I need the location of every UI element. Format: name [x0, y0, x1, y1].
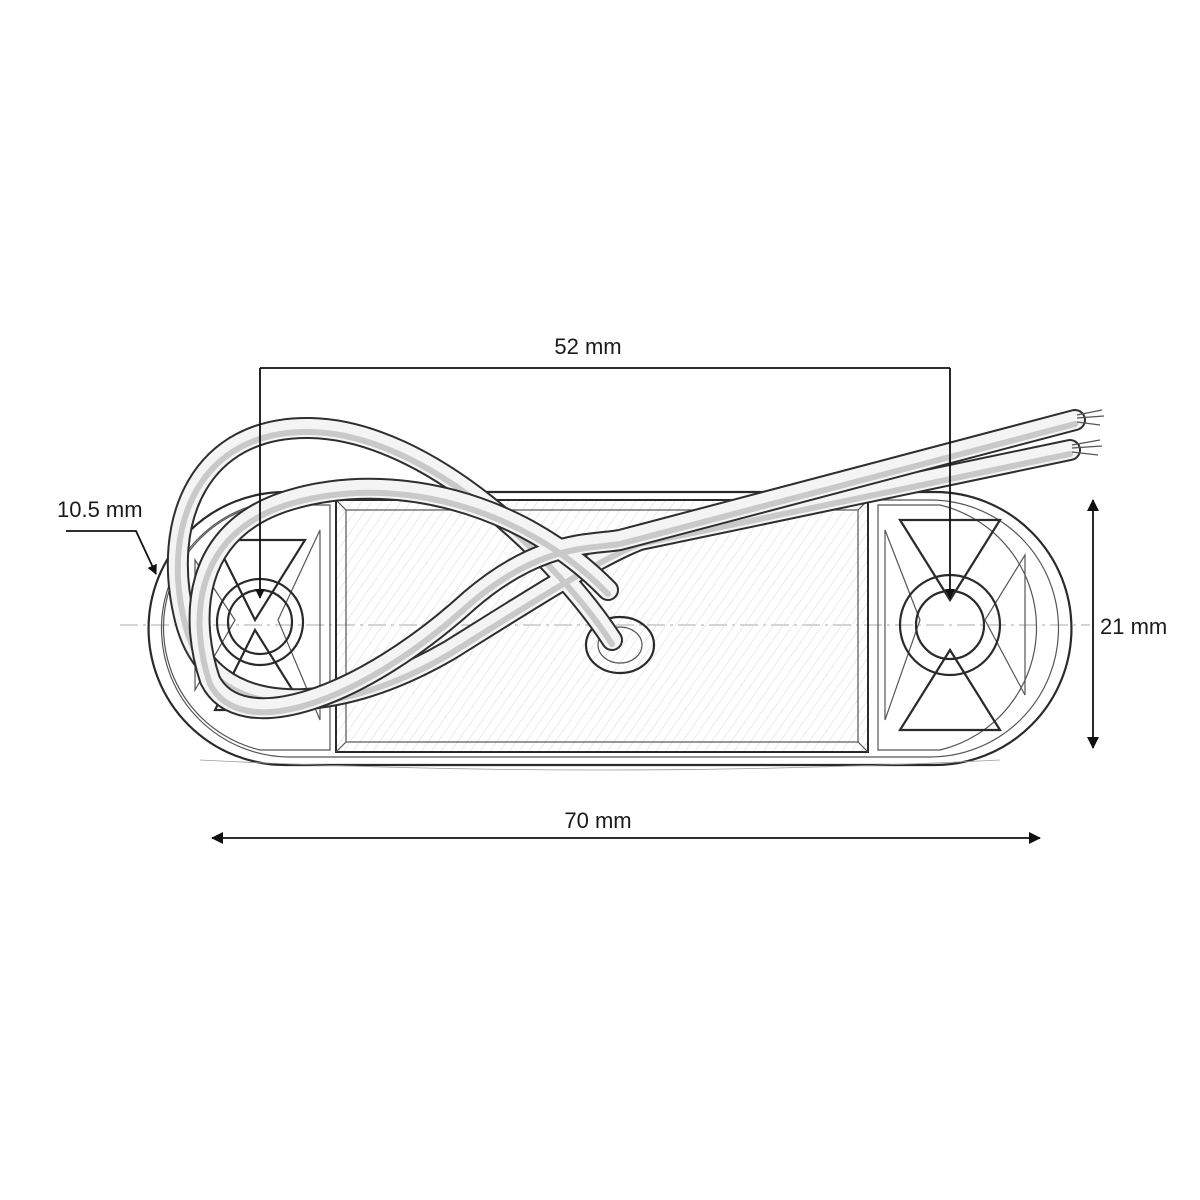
overall-length-label: 70 mm: [564, 808, 631, 833]
dimension-overall-length: 70 mm: [211, 808, 1041, 844]
dimension-height: 21 mm: [1087, 499, 1167, 749]
dimension-end-radius: 10.5 mm: [57, 497, 157, 575]
dimension-hole-spacing: 52 mm: [255, 334, 955, 599]
right-mounting-ear: [877, 504, 1038, 751]
end-radius-label: 10.5 mm: [57, 497, 143, 522]
lamp-wires: [166, 409, 1105, 720]
height-label: 21 mm: [1100, 614, 1167, 639]
hole-spacing-label: 52 mm: [554, 334, 621, 359]
end-radius-leader: [66, 530, 157, 575]
left-mounting-hole: [226, 588, 294, 656]
cable-grommet: [584, 615, 656, 675]
